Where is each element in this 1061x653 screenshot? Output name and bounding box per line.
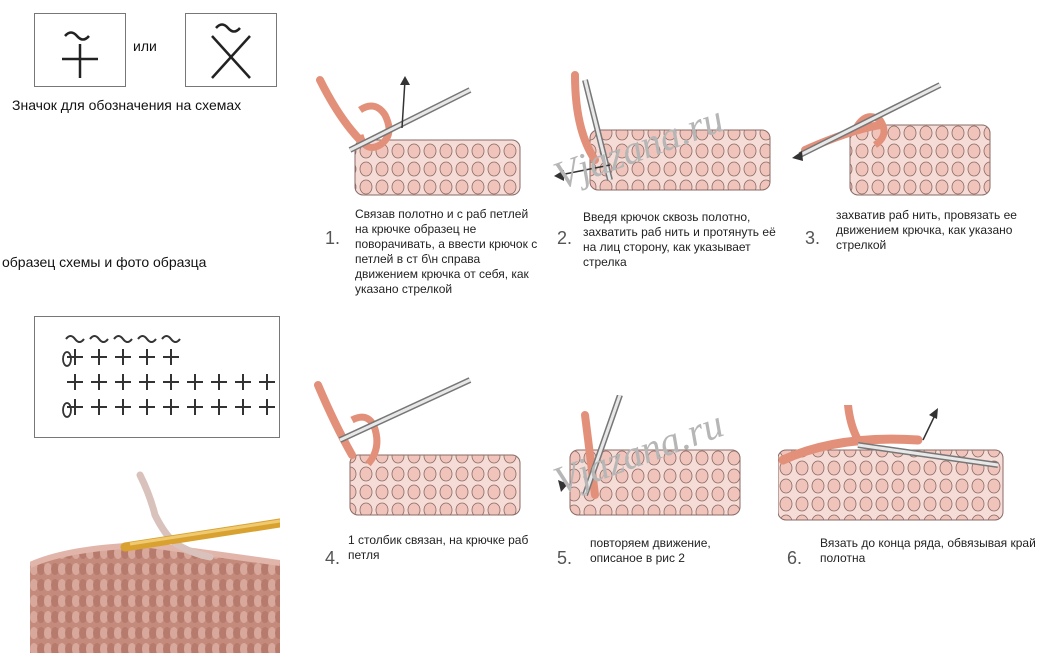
chain-stitch-symbol <box>62 402 72 418</box>
single-crochet-symbol <box>67 399 83 415</box>
chain-stitch-symbol <box>62 351 72 367</box>
reverse-single-crochet-symbol-icon <box>62 31 98 78</box>
symbol-box-cross <box>34 13 126 87</box>
single-crochet-symbol <box>67 349 83 365</box>
step-4-illustration <box>310 375 530 525</box>
single-crochet-symbol <box>235 399 251 415</box>
single-crochet-symbol <box>163 349 179 365</box>
single-crochet-symbol <box>91 349 107 365</box>
watermark-bottom: Vjazana.ru <box>548 401 729 504</box>
single-crochet-symbol <box>211 374 227 390</box>
legend-caption: Значок для обозначения на схемах <box>12 97 242 113</box>
step-6-text: Вязать до конца ряда, обвязывая край пол… <box>820 536 1036 565</box>
single-crochet-symbol <box>139 374 155 390</box>
step-5-text: повторяем движение, описаное в рис 2 <box>590 536 711 565</box>
step-3-illustration <box>790 70 1000 200</box>
tilde-symbol <box>113 335 133 343</box>
step-3-number: 3. <box>805 228 821 248</box>
single-crochet-symbol <box>259 399 275 415</box>
scheme-diagram <box>34 316 280 438</box>
single-crochet-symbol <box>235 374 251 390</box>
tilde-symbol <box>137 335 157 343</box>
step-2-text: Введя крючок сквозь полотно, захватить р… <box>583 210 776 269</box>
step-5-illustration <box>550 395 750 525</box>
tilde-symbol <box>89 335 109 343</box>
step-1-text: Связав полотно и с раб петлей на крючке … <box>355 207 538 296</box>
single-crochet-symbol <box>67 374 83 390</box>
step-1-number: 1. <box>325 228 341 248</box>
single-crochet-symbol <box>163 374 179 390</box>
step-3-text: захватив раб нить, провязать ее движение… <box>836 208 1017 252</box>
step-4-text: 1 столбик связан, на крючке раб петля <box>348 533 529 562</box>
arrow-left-icon <box>554 170 564 181</box>
step-1-illustration <box>310 70 530 200</box>
reverse-single-crochet-x-symbol-icon <box>211 23 251 79</box>
single-crochet-symbol <box>259 374 275 390</box>
arrow-left-icon <box>792 151 803 161</box>
step-6-illustration <box>778 405 1008 525</box>
single-crochet-symbol <box>163 399 179 415</box>
single-crochet-symbol <box>187 374 203 390</box>
single-crochet-symbol <box>115 349 131 365</box>
sample-photo <box>30 465 280 653</box>
tilde-symbol <box>161 335 181 343</box>
svg-text:Vjazana.ru: Vjazana.ru <box>548 401 729 504</box>
step-5-number: 5. <box>557 548 573 568</box>
single-crochet-symbol <box>115 374 131 390</box>
symbol-box-x <box>185 13 277 87</box>
single-crochet-symbol <box>91 399 107 415</box>
step-2-number: 2. <box>557 228 573 248</box>
arrow-up-icon <box>929 408 938 419</box>
watermark-top: Vjazana.ru <box>548 96 729 199</box>
arrow-down-left-icon <box>558 480 568 492</box>
svg-text:Vjazana.ru: Vjazana.ru <box>548 96 729 199</box>
tilde-symbol <box>65 335 85 343</box>
step-6-number: 6. <box>787 548 803 568</box>
single-crochet-symbol <box>139 399 155 415</box>
step-2-illustration <box>550 70 780 200</box>
or-label: или <box>133 38 157 54</box>
single-crochet-symbol <box>139 349 155 365</box>
step-4-number: 4. <box>325 548 341 568</box>
single-crochet-symbol <box>211 399 227 415</box>
single-crochet-symbol <box>91 374 107 390</box>
single-crochet-symbol <box>187 399 203 415</box>
scheme-title: образец схемы и фото образца <box>2 254 207 270</box>
single-crochet-symbol <box>115 399 131 415</box>
scheme-grid <box>62 335 275 418</box>
arrow-up-icon <box>400 76 410 85</box>
